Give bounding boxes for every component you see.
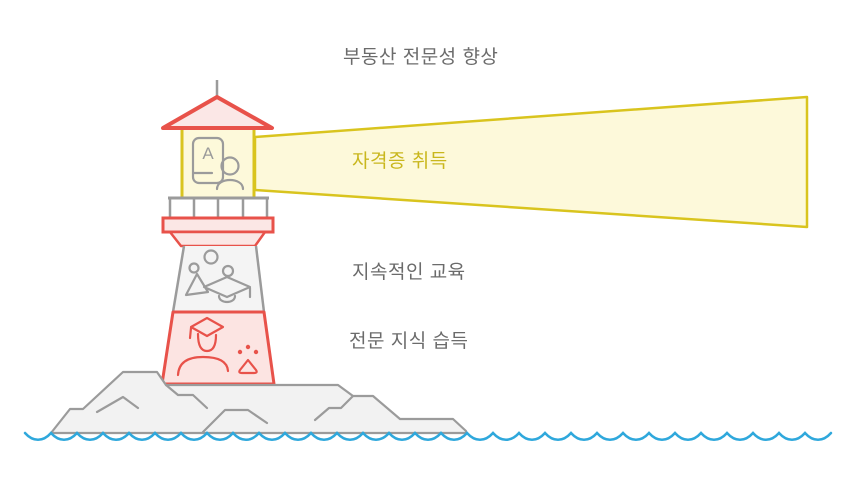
label-continuous-education: 지속적인 교육 — [352, 262, 466, 283]
gallery-railing — [168, 196, 269, 218]
education-icons — [184, 249, 252, 304]
rocks — [49, 370, 468, 435]
dots-icon — [188, 262, 200, 274]
gallery-deck — [161, 216, 275, 234]
tower-middle-left-edge — [171, 245, 186, 313]
graduate-tassel — [188, 326, 193, 340]
paw-print-icon — [237, 344, 259, 375]
graduate-head — [196, 332, 218, 353]
rock-outline — [49, 370, 468, 435]
dots-icon — [203, 249, 219, 265]
tower-middle-body — [173, 246, 264, 312]
lighthouse-roof — [161, 95, 274, 130]
graduate-cap — [189, 316, 225, 338]
tower-middle-section — [171, 245, 266, 313]
person-shoulders — [215, 178, 245, 191]
triangle-icon — [184, 272, 210, 297]
dots-icon — [221, 264, 235, 278]
tower-middle-right-edge — [254, 245, 266, 313]
graduate-person-icon — [176, 316, 230, 377]
gallery-deck-skirt — [168, 230, 267, 248]
light-beam-shape — [253, 95, 809, 229]
graduation-cap-icon — [202, 275, 252, 304]
graduate-shoulders — [176, 355, 230, 377]
id-card-letter: A — [202, 144, 214, 163]
tower-base-section — [160, 310, 276, 386]
person-head — [220, 156, 240, 176]
lantern-room: A — [180, 126, 256, 198]
id-card-person-icon — [191, 136, 245, 191]
rock-folds — [95, 383, 355, 434]
label-beam-certificate: 자격증 취득 — [352, 151, 448, 172]
railing-posts — [168, 198, 269, 218]
label-expert-knowledge: 전문 지식 습득 — [349, 331, 469, 352]
light-beam — [253, 95, 809, 229]
waves — [23, 431, 833, 441]
label-top-goal: 부동산 전문성 향상 — [343, 47, 499, 68]
